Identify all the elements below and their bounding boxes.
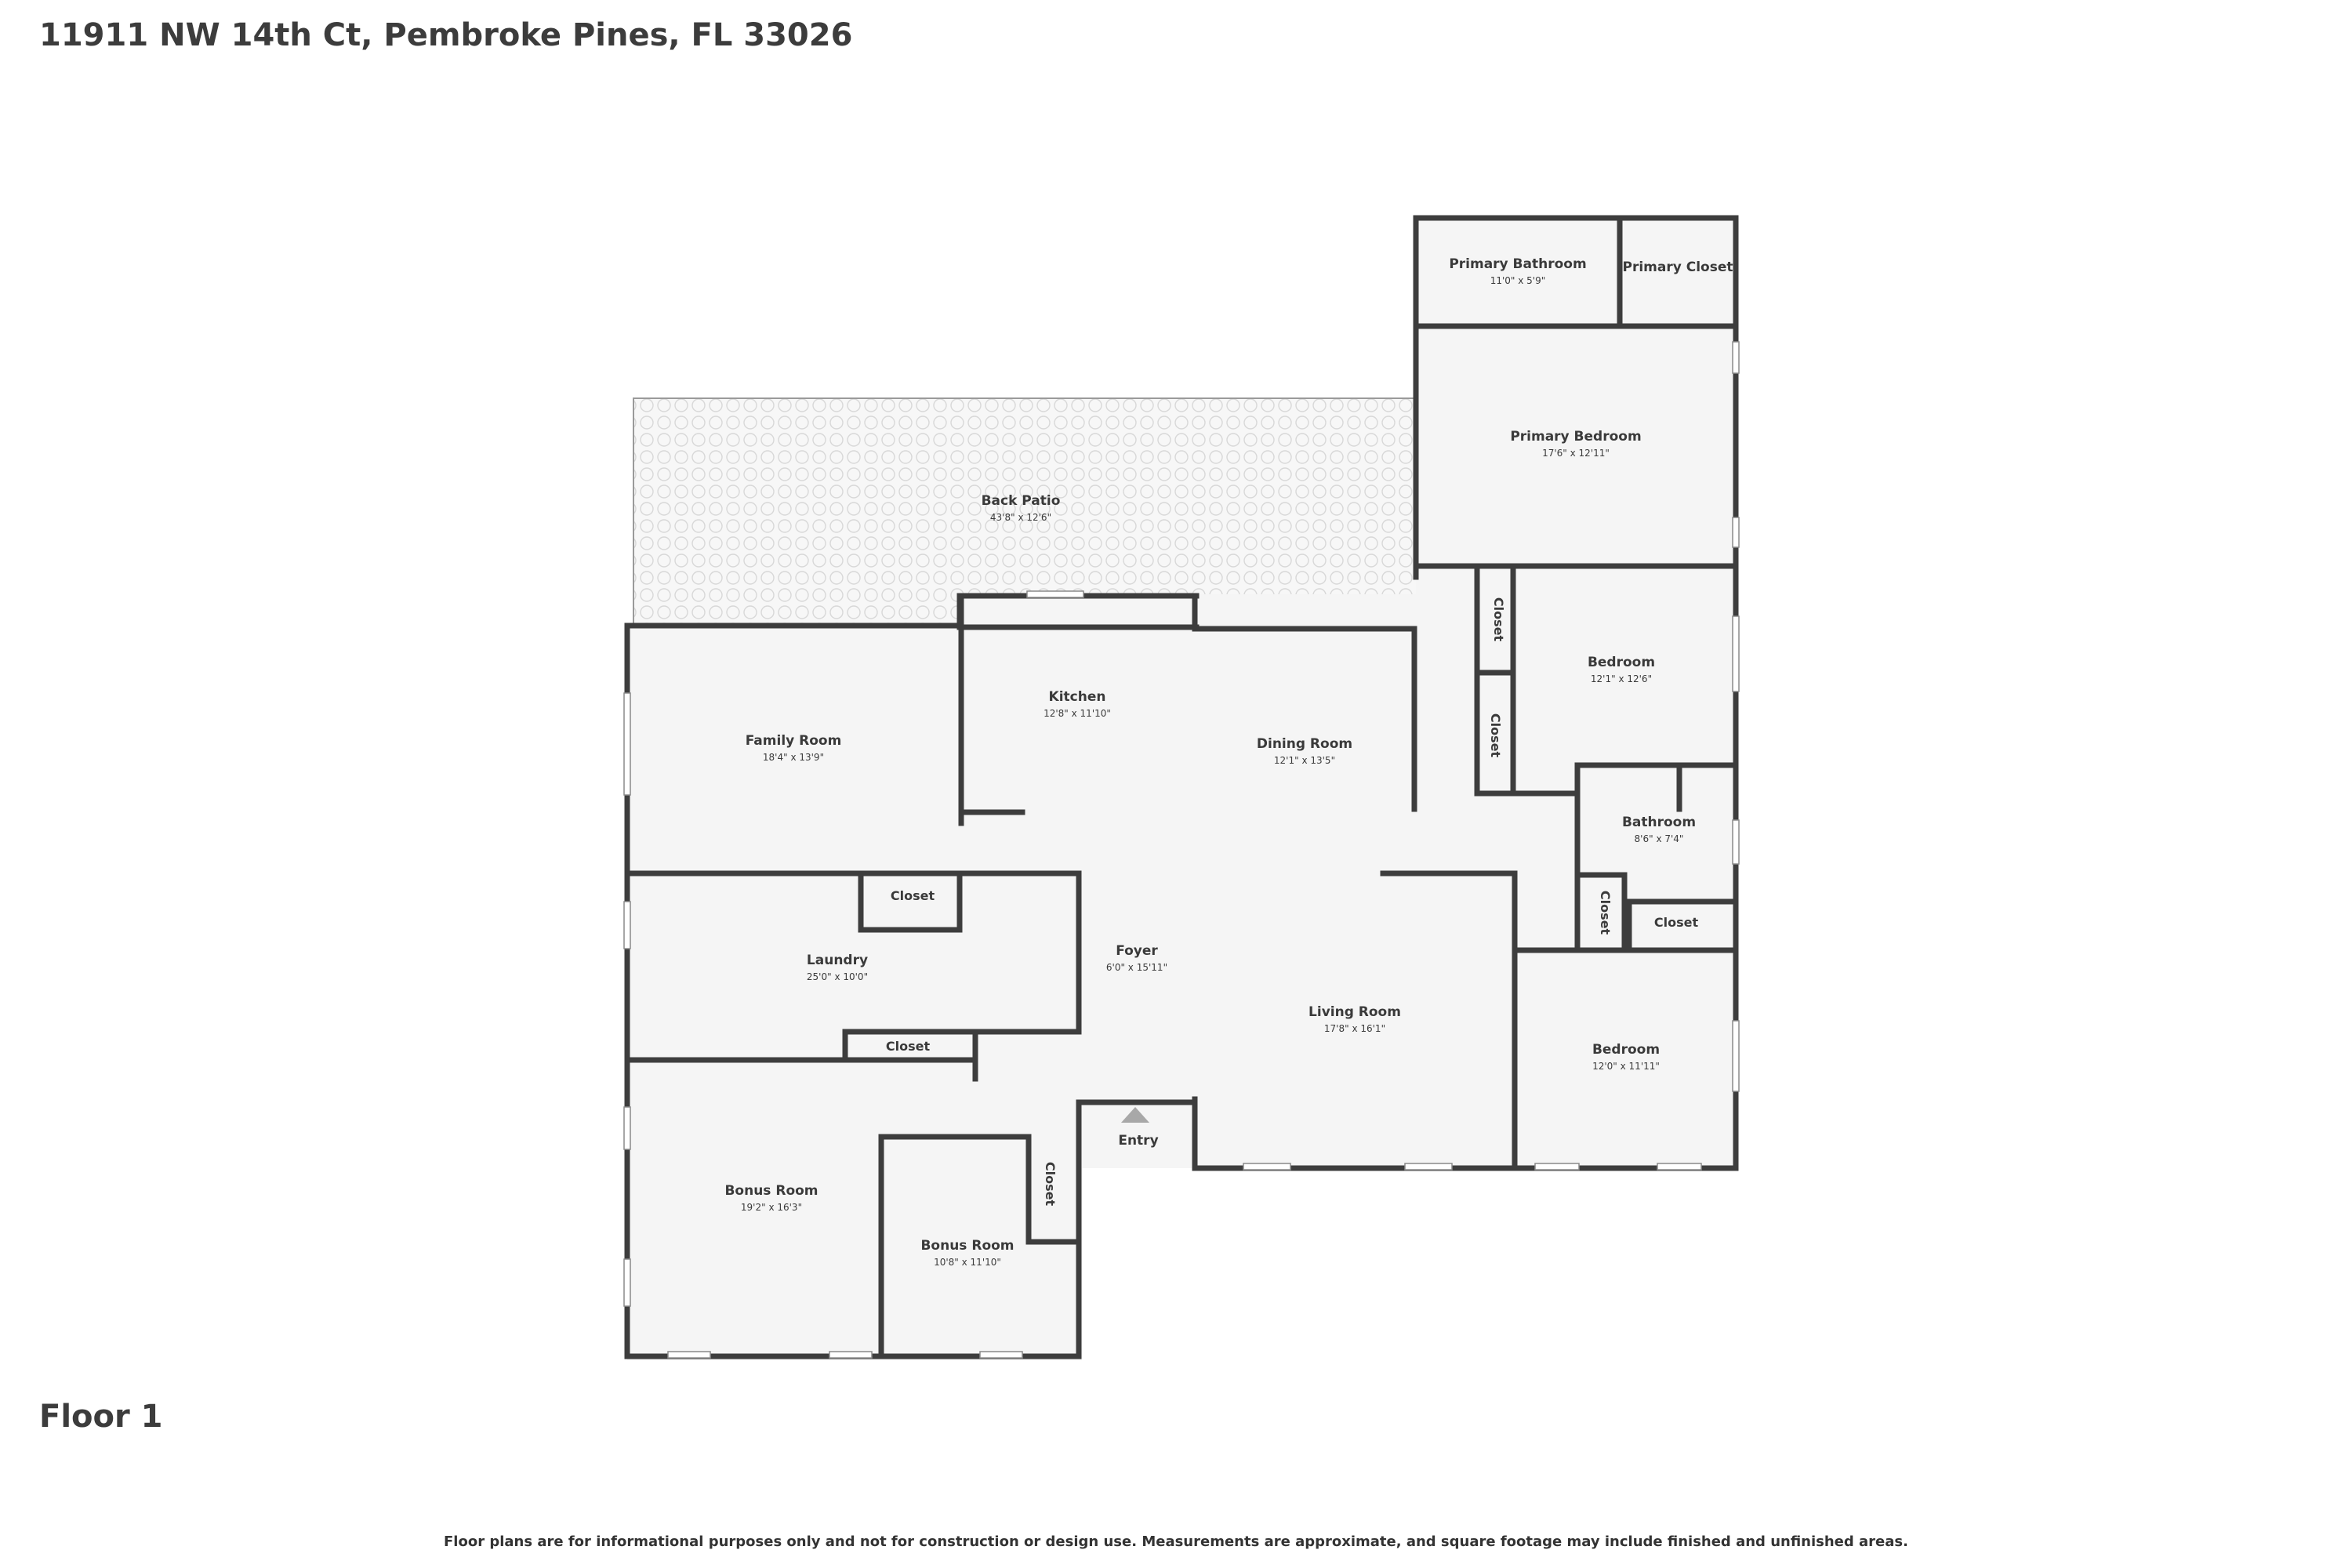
laundry-name: Laundry — [807, 953, 868, 968]
floor-fills — [627, 218, 1736, 1360]
closet-label-bath-small: Closet — [1598, 891, 1613, 935]
closet-labels: Closet Closet Closet Closet Closet Close… — [886, 597, 1699, 1207]
room-labels: Back Patio 43'8" x 12'6" Primary Bathroo… — [724, 256, 1733, 1268]
bathroom-dims: 8'6" x 7'4" — [1635, 833, 1684, 844]
living-room-dims: 17'8" x 16'1" — [1324, 1023, 1385, 1034]
closet-label-laundry: Closet — [891, 888, 935, 903]
bonus-room-small-dims: 10'8" x 11'10" — [934, 1257, 1001, 1268]
bathroom-name: Bathroom — [1622, 815, 1696, 830]
floor-label: Floor 1 — [39, 1399, 163, 1435]
property-address: 11911 NW 14th Ct, Pembroke Pines, FL 330… — [39, 17, 853, 53]
closet-label-bonus: Closet — [886, 1039, 931, 1054]
dining-room-dims: 12'1" x 13'5" — [1274, 755, 1335, 766]
bedroom-upper-name: Bedroom — [1588, 655, 1655, 670]
closet-label-bonus-small: Closet — [1043, 1162, 1058, 1207]
primary-closet-name: Primary Closet — [1623, 260, 1733, 275]
bonus-room-large-name: Bonus Room — [724, 1183, 818, 1199]
windows — [623, 341, 1740, 1359]
primary-bedroom-name: Primary Bedroom — [1510, 429, 1641, 445]
closet-label-upper-2: Closet — [1488, 713, 1503, 758]
closet-label-upper-1: Closet — [1491, 597, 1506, 642]
kitchen-name: Kitchen — [1049, 689, 1106, 705]
bonus-room-large-dims: 19'2" x 16'3" — [741, 1202, 802, 1213]
disclaimer: Floor plans are for informational purpos… — [444, 1534, 1908, 1550]
living-room-name: Living Room — [1308, 1004, 1401, 1020]
kitchen-dims: 12'8" x 11'10" — [1044, 708, 1111, 719]
bedroom-upper-dims: 12'1" x 12'6" — [1591, 673, 1652, 684]
foyer-dims: 6'0" x 15'11" — [1106, 962, 1167, 973]
entry-name: Entry — [1118, 1133, 1158, 1149]
back-patio-dims: 43'8" x 12'6" — [990, 512, 1051, 523]
entry-arrow-icon — [1121, 1107, 1149, 1123]
bedroom-lower-dims: 12'0" x 11'11" — [1592, 1061, 1660, 1072]
primary-bedroom-dims: 17'6" x 12'11" — [1542, 448, 1610, 459]
foyer-name: Foyer — [1116, 943, 1158, 959]
bonus-room-small-name: Bonus Room — [920, 1238, 1014, 1254]
closet-label-bath: Closet — [1654, 915, 1699, 930]
family-room-name: Family Room — [746, 733, 842, 749]
bedroom-lower-name: Bedroom — [1592, 1042, 1660, 1058]
back-patio-name: Back Patio — [982, 493, 1061, 509]
primary-bathroom-name: Primary Bathroom — [1449, 256, 1586, 272]
primary-bathroom-dims: 11'0" x 5'9" — [1490, 275, 1546, 286]
laundry-dims: 25'0" x 10'0" — [807, 971, 868, 982]
family-room-dims: 18'4" x 13'9" — [763, 752, 824, 763]
dining-room-name: Dining Room — [1257, 736, 1352, 752]
